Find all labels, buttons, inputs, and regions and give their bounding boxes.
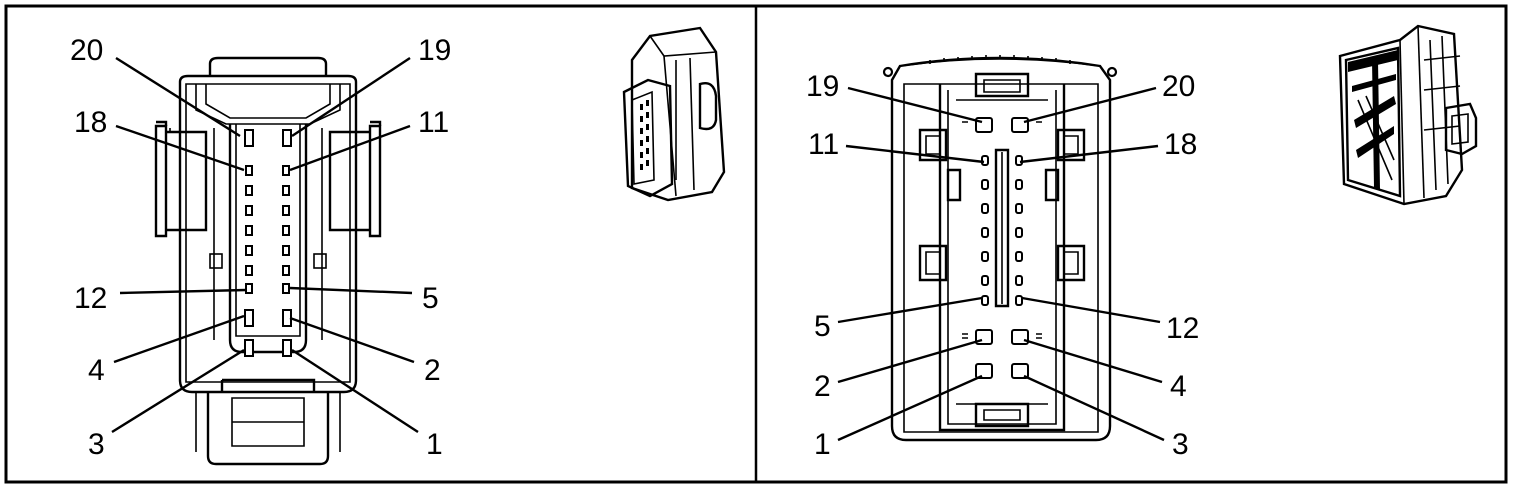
pin-cavity [282,265,290,276]
pin-cavity-large [244,309,254,327]
right-label-pin-12: 12 [1166,312,1199,345]
pin-cavity [981,227,989,238]
right-label-pin-4: 4 [1170,370,1187,403]
pin-cavity [245,165,253,176]
left-pin-labels: 20 19 18 11 12 5 4 2 3 1 [70,34,451,461]
pin-cavity [981,295,989,306]
pin-cavity [981,275,989,286]
pin-cavity [1015,251,1023,262]
pin-cavity [245,283,253,294]
right-label-pin-1: 1 [814,428,831,461]
left-leader-lines [111,56,419,434]
left-label-pin-4: 4 [88,354,105,387]
pin-cavity-large [1011,329,1029,345]
pin-cavity-large [244,129,254,147]
right-leader-lines [837,86,1165,442]
pin-cavity-large [282,309,292,327]
right-pin-labels: 19 20 11 18 5 12 2 4 1 3 [806,70,1199,461]
right-connector-3d-icon [1338,24,1478,206]
pin-cavity-large [244,339,254,357]
left-label-pin-12: 12 [74,282,107,315]
left-label-pin-3: 3 [88,428,105,461]
left-pin-cavities [244,129,292,357]
left-label-pin-1: 1 [426,428,443,461]
left-label-pin-5: 5 [422,282,439,315]
pin-cavity [282,283,290,294]
right-connector-body [882,55,1118,442]
pin-cavity [1015,295,1023,306]
pin-cavity [282,165,290,176]
right-label-pin-18: 18 [1164,128,1197,161]
pin-cavity-large [975,363,993,379]
right-label-pin-19: 19 [806,70,839,103]
left-connector-3d-icon [622,26,726,202]
right-label-pin-20: 20 [1162,70,1195,103]
pin-cavity [1015,275,1023,286]
right-label-pin-3: 3 [1172,428,1189,461]
pin-cavity [282,205,290,216]
pin-cavity [282,245,290,256]
pin-cavity-large [282,129,292,147]
left-label-pin-20: 20 [70,34,103,67]
pin-cavity [1015,155,1023,166]
pin-cavity-large [282,339,292,357]
pin-cavity-large [1011,117,1029,133]
pin-cavity [981,155,989,166]
left-label-pin-19: 19 [418,34,451,67]
right-label-pin-5: 5 [814,310,831,343]
pin-cavity [981,179,989,190]
pin-cavity-large [1011,363,1029,379]
pin-cavity [1015,227,1023,238]
left-label-pin-2: 2 [424,354,441,387]
right-label-pin-11: 11 [808,128,839,161]
left-label-pin-18: 18 [74,106,107,139]
right-label-pin-2: 2 [814,370,831,403]
pin-cavity [1015,203,1023,214]
pin-cavity [245,185,253,196]
pin-cavity [981,203,989,214]
pin-cavity [245,205,253,216]
pin-cavity [245,265,253,276]
pin-cavity [282,225,290,236]
pin-cavity [282,185,290,196]
pin-cavity [981,251,989,262]
left-connector-body [154,56,382,466]
left-label-pin-11: 11 [418,106,449,139]
pin-cavity [1015,179,1023,190]
pin-cavity [245,225,253,236]
pin-cavity [245,245,253,256]
